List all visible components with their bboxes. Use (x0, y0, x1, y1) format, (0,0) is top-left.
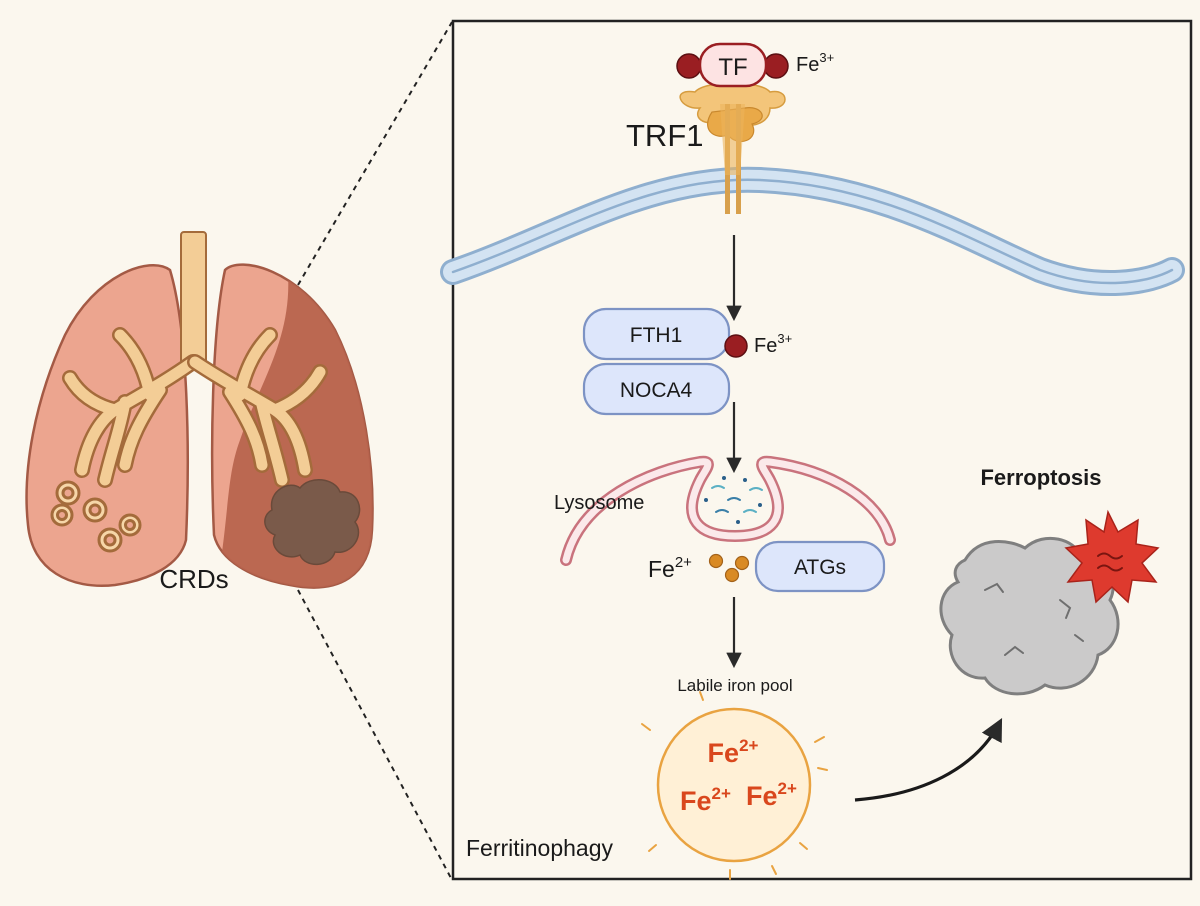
lung-label: CRDs (159, 564, 228, 594)
trf1-receptor (679, 82, 786, 214)
cell-membrane (440, 166, 1185, 297)
lysosome (560, 455, 896, 566)
trachea (180, 231, 207, 368)
pool-ion-3: Fe2+ (746, 779, 797, 811)
tf-label: TF (718, 54, 747, 81)
fe2-beads (708, 553, 750, 583)
labile-iron-pool-label: Labile iron pool (677, 676, 792, 695)
ferroptosis-label: Ferroptosis (980, 465, 1101, 490)
receptor-fe3-label: Fe3+ (796, 50, 834, 76)
trf1-label: TRF1 (626, 118, 704, 153)
process-label: Ferritinophagy (466, 835, 614, 861)
lung-illustration: CRDs (25, 231, 374, 594)
burst-icon (1064, 509, 1160, 604)
alveoli (50, 480, 142, 553)
pool-ion-2: Fe2+ (680, 784, 731, 816)
pool-ion-1: Fe2+ (708, 736, 759, 768)
lysosome-fe2-label: Fe2+ (648, 554, 692, 582)
lysosome-label: Lysosome (554, 492, 644, 514)
atgs-label: ATGs (794, 556, 846, 579)
atgs-box (754, 540, 886, 593)
arrow-pool-to-ferroptosis (854, 718, 1003, 802)
noca4-label: NOCA4 (620, 379, 693, 402)
fe3-bead (724, 334, 748, 358)
zoom-panel (451, 19, 1193, 881)
fe3-bead (676, 53, 702, 79)
fth1-box (582, 307, 731, 361)
zoom-lines (297, 21, 453, 881)
fe3-bead (763, 53, 789, 79)
transferrin: TF (676, 42, 789, 88)
labile-iron-pool: Fe2+ Fe2+ Fe2+ (641, 691, 828, 880)
complex-fe3-label: Fe3+ (754, 331, 792, 357)
ferritin-complex: FTH1 NOCA4 Fe3+ (582, 307, 792, 416)
lung-lesion (264, 479, 361, 566)
fth1-label: FTH1 (630, 324, 683, 347)
bronchial-tree (62, 327, 328, 488)
noca4-box (582, 362, 731, 416)
lysosome-contents (704, 476, 763, 524)
